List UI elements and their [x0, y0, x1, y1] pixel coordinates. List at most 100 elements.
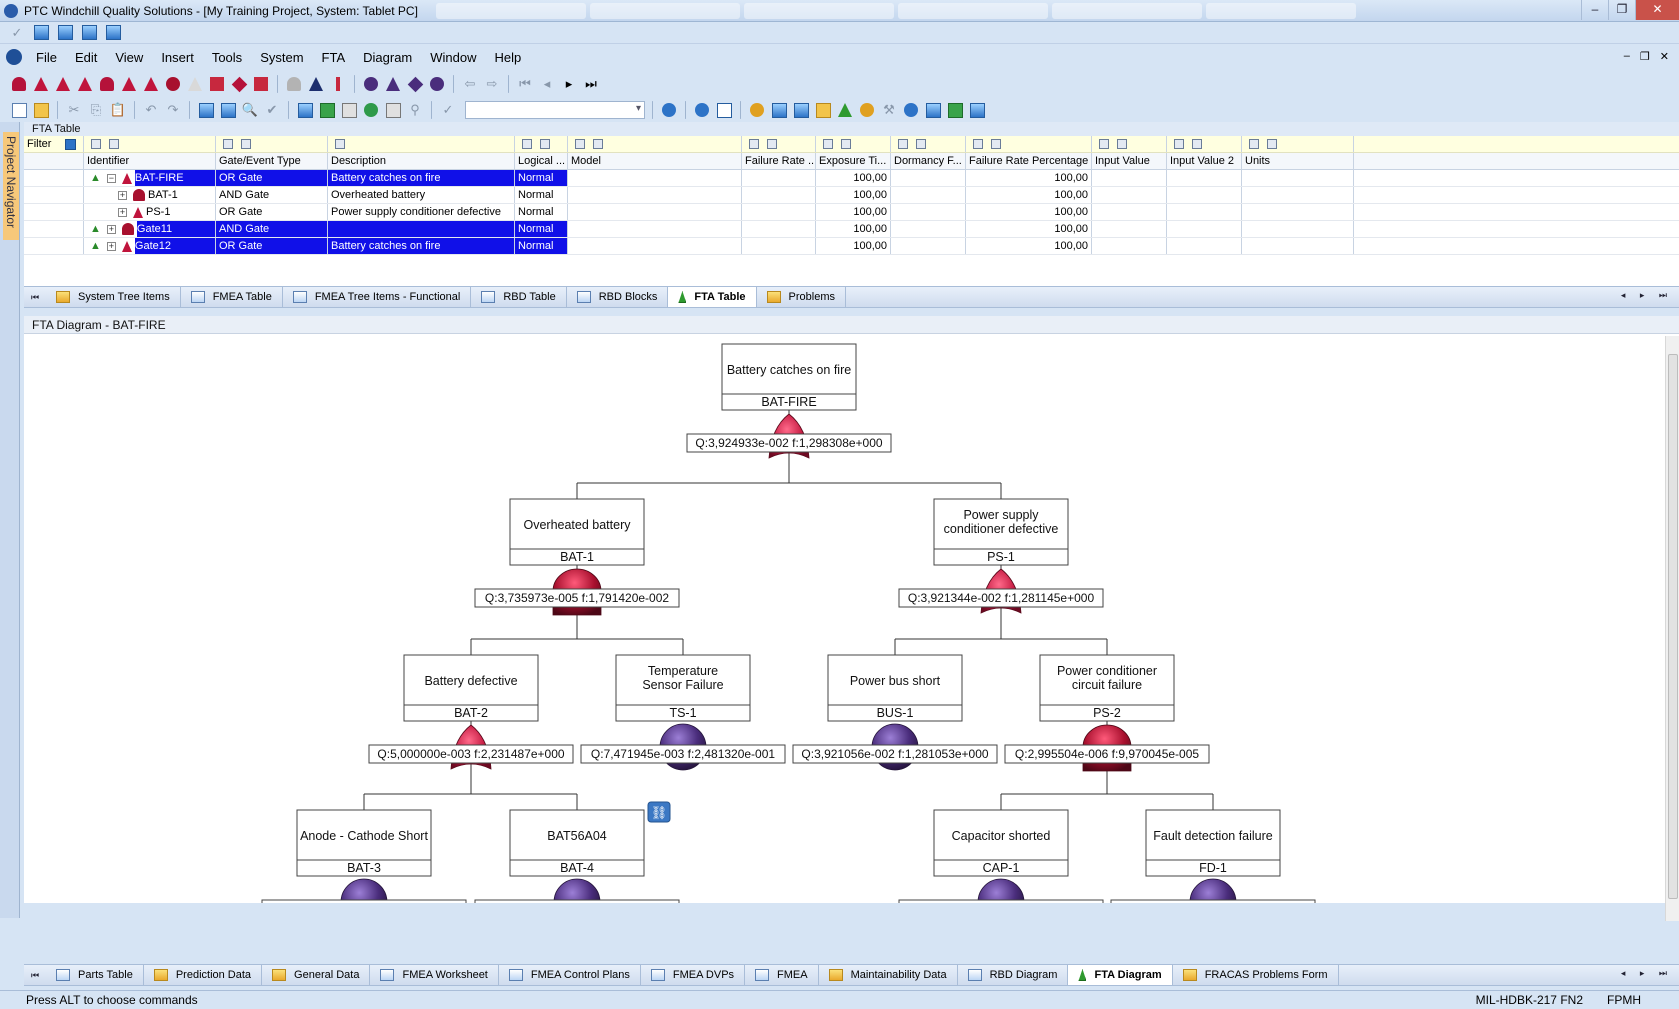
- logical-cell[interactable]: Normal: [515, 221, 568, 237]
- tab-fmea-dvps[interactable]: FMEA DVPs: [641, 965, 746, 985]
- filter-operator-icon[interactable]: [223, 139, 233, 149]
- link-icon[interactable]: ⛓: [647, 801, 671, 823]
- tab-fmea-worksheet[interactable]: FMEA Worksheet: [370, 965, 499, 985]
- tab-fmea[interactable]: FMEA: [745, 965, 819, 985]
- column-header[interactable]: Input Value 2: [1167, 153, 1242, 169]
- copy-icon[interactable]: ⎘: [90, 102, 102, 117]
- dormancy-cell[interactable]: [891, 204, 966, 220]
- background-tab[interactable]: [435, 2, 586, 19]
- zoom-icon[interactable]: [693, 101, 711, 119]
- redo-icon[interactable]: ↷: [167, 102, 179, 117]
- globe-icon[interactable]: [362, 101, 380, 119]
- tab-fmea-table[interactable]: FMEA Table: [181, 287, 283, 307]
- collapse-icon[interactable]: −: [106, 172, 116, 183]
- back-arrow-icon[interactable]: ⇦: [464, 76, 476, 91]
- input-value-2-cell[interactable]: [1167, 238, 1242, 254]
- tab-first-button[interactable]: ⏮: [30, 291, 40, 302]
- mdi-close-button[interactable]: ✕: [1659, 51, 1669, 63]
- column-header[interactable]: Description: [328, 153, 515, 169]
- menu-help[interactable]: Help: [494, 49, 522, 65]
- filter-operator-icon[interactable]: [522, 139, 532, 149]
- logical-cell[interactable]: Normal: [515, 170, 568, 186]
- input-value-2-cell[interactable]: [1167, 187, 1242, 203]
- logical-cell[interactable]: Normal: [515, 187, 568, 203]
- app-menu-icon[interactable]: [6, 49, 22, 65]
- menu-fta[interactable]: FTA: [321, 49, 346, 65]
- dormancy-cell[interactable]: [891, 221, 966, 237]
- units-cell[interactable]: [1242, 204, 1354, 220]
- exposure-time-cell[interactable]: 100,00: [816, 187, 891, 203]
- gray-gate-icon[interactable]: [285, 75, 303, 93]
- description-cell[interactable]: Battery catches on fire: [328, 170, 515, 186]
- background-tab[interactable]: [1205, 2, 1356, 19]
- identifier-cell[interactable]: +BAT-1: [84, 187, 216, 203]
- menu-tools[interactable]: Tools: [211, 49, 243, 65]
- filter-operator-icon[interactable]: [898, 139, 908, 149]
- description-cell[interactable]: Power supply conditioner defective: [328, 204, 515, 220]
- fta-node-bat-fire[interactable]: Battery catches on fireBAT-FIREQ:3,92493…: [686, 343, 892, 459]
- filter-toggle-icon[interactable]: [1192, 139, 1202, 149]
- exposure-time-cell[interactable]: 100,00: [816, 238, 891, 254]
- exit-icon[interactable]: [104, 24, 122, 42]
- minimize-button[interactable]: –: [1581, 0, 1608, 20]
- background-tab[interactable]: [743, 2, 894, 19]
- flag-icon[interactable]: [329, 75, 347, 93]
- gate-type-cell[interactable]: AND Gate: [216, 221, 328, 237]
- not-gate-icon[interactable]: [186, 75, 204, 93]
- filter-toggle-icon[interactable]: [241, 139, 251, 149]
- input-value-cell[interactable]: [1092, 238, 1167, 254]
- filter-exposure[interactable]: [816, 136, 891, 152]
- expand-icon[interactable]: +: [118, 206, 127, 217]
- tab-rbd-diagram[interactable]: RBD Diagram: [958, 965, 1069, 985]
- next-record-icon[interactable]: ▸: [565, 76, 573, 91]
- project-navigator-tab[interactable]: Project Navigator: [3, 132, 19, 240]
- fta-diagram-canvas[interactable]: Battery catches on fireBAT-FIREQ:3,92493…: [24, 336, 1664, 903]
- gate-type-cell[interactable]: OR Gate: [216, 204, 328, 220]
- note-icon[interactable]: [814, 101, 832, 119]
- description-cell[interactable]: Overheated battery: [328, 187, 515, 203]
- mdi-minimize-button[interactable]: –: [1623, 50, 1630, 62]
- filter-model[interactable]: [568, 136, 742, 152]
- chart-report-icon[interactable]: [384, 101, 402, 119]
- voting-gate-icon[interactable]: [120, 75, 138, 93]
- tab-maintainability-data[interactable]: Maintainability Data: [819, 965, 958, 985]
- layout-icon[interactable]: [770, 101, 788, 119]
- mdi-restore-button[interactable]: ❐: [1639, 51, 1650, 63]
- filter-toggle-icon[interactable]: [540, 139, 550, 149]
- tab-parts-table[interactable]: Parts Table: [46, 965, 144, 985]
- failure-rate-cell[interactable]: [742, 204, 816, 220]
- binoculars-icon[interactable]: ⚲: [410, 102, 420, 117]
- filter-operator-icon[interactable]: [973, 139, 983, 149]
- conditional-event-icon[interactable]: [252, 75, 270, 93]
- filter-toggle-icon[interactable]: [916, 139, 926, 149]
- column-header[interactable]: Failure Rate Percentage: [966, 153, 1092, 169]
- tab-scroll-buttons[interactable]: ◂ ▸ ⏭: [1620, 968, 1673, 978]
- tab-general-data[interactable]: General Data: [262, 965, 371, 985]
- edit-document-icon[interactable]: [32, 24, 50, 42]
- filter-toggle-icon[interactable]: [109, 139, 119, 149]
- save-filter-icon[interactable]: [65, 138, 77, 150]
- filter-type[interactable]: [216, 136, 328, 152]
- filter-input-value-2[interactable]: [1167, 136, 1242, 152]
- toolbar-combo-box[interactable]: [465, 101, 645, 119]
- expand-icon[interactable]: +: [106, 223, 116, 234]
- column-header[interactable]: Units: [1242, 153, 1354, 169]
- model-cell[interactable]: [568, 204, 742, 220]
- fta-tree-icon[interactable]: [836, 101, 854, 119]
- column-header[interactable]: Logical ...: [515, 153, 568, 169]
- input-value-cell[interactable]: [1092, 170, 1167, 186]
- fta-node-fd-1[interactable]: Fault detection failureFD-1Q:1,000000e-0…: [1110, 809, 1316, 903]
- last-record-icon[interactable]: ⏭: [585, 76, 597, 91]
- input-value-2-cell[interactable]: [1167, 221, 1242, 237]
- model-cell[interactable]: [568, 187, 742, 203]
- print-preview-icon[interactable]: [219, 101, 237, 119]
- description-cell[interactable]: [328, 221, 515, 237]
- column-header[interactable]: Dormancy F...: [891, 153, 966, 169]
- filter-operator-icon[interactable]: [1174, 139, 1184, 149]
